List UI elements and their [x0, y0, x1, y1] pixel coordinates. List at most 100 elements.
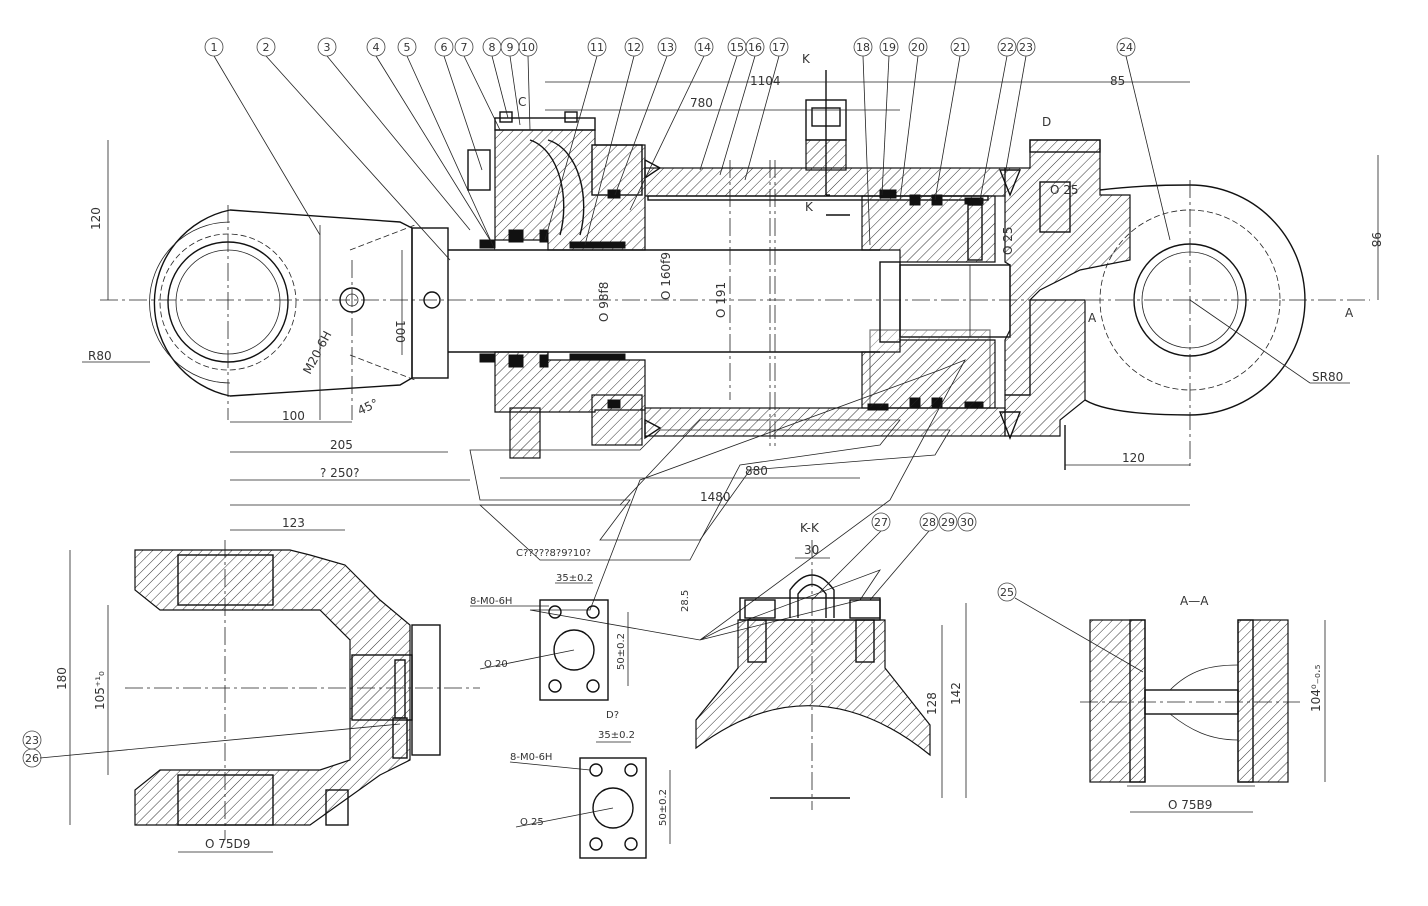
section-kk: K-K 30 128 142: [695, 521, 967, 810]
dim-45: 45°: [355, 396, 380, 418]
rod-end-eye: [149, 205, 416, 420]
balloon-29: 29: [941, 516, 955, 529]
balloon-circle: [366, 37, 386, 57]
dim-780: 780: [690, 96, 713, 110]
balloon-15: 15: [730, 41, 744, 54]
grease-hole: [423, 291, 441, 309]
balloon-circle: [919, 512, 939, 532]
balloon-23: 23: [1019, 41, 1033, 54]
dim-100v: 100: [393, 320, 407, 343]
main-view: [100, 70, 1370, 641]
balloon-circle: [694, 37, 714, 57]
balloon-9: 9: [507, 41, 514, 54]
balloon-circle: [256, 37, 276, 57]
c-phi20: O 20: [484, 659, 508, 670]
balloon-circle: [957, 512, 977, 532]
dim-880: 880: [745, 464, 768, 478]
balloon-circle: [518, 37, 538, 57]
balloon-7: 7: [461, 41, 468, 54]
dim-120v: 120: [89, 207, 103, 230]
marker-d: D: [1042, 115, 1051, 129]
c-35: 35±0.2: [556, 573, 593, 584]
balloon-13: 13: [660, 41, 674, 54]
balloon-circle: [454, 37, 474, 57]
marker-a-right: A: [1345, 306, 1354, 320]
balloon-circle: [1116, 37, 1136, 57]
balloon-5: 5: [404, 41, 411, 54]
balloon-circle: [1016, 37, 1036, 57]
balloon-circle: [587, 37, 607, 57]
section-markers: C D K K A A: [518, 52, 1354, 325]
d-35: 35±0.2: [598, 730, 635, 741]
c-view-title: C?????8?9?10?: [516, 548, 591, 559]
balloon-circle: [879, 37, 899, 57]
dim-105: 105⁺¹₀: [93, 671, 107, 710]
marker-a-left: A: [1088, 311, 1097, 325]
hatched-sections: [869, 329, 991, 409]
dim-phi191: O 191: [714, 282, 728, 318]
dim-1104: 1104: [750, 74, 781, 88]
d-50: 50±0.2: [658, 789, 669, 826]
dim-1480: 1480: [700, 490, 731, 504]
d-view-title: D?: [606, 710, 619, 721]
balloon-14: 14: [697, 41, 711, 54]
dim-phi160: O 160f9: [659, 252, 673, 300]
balloon-circle: [997, 37, 1017, 57]
balloon-26: 26: [25, 752, 39, 765]
dim-250: ? 250?: [320, 466, 359, 480]
balloon-17: 17: [772, 41, 786, 54]
balloon-24: 24: [1119, 41, 1133, 54]
balloon-circle: [908, 37, 928, 57]
view-d: D? 35±0.2 50±0.2 8-M0-6H O 25: [509, 710, 671, 859]
balloon-circle: [853, 37, 873, 57]
balloon-circle: [204, 37, 224, 57]
cylinder-tube: [591, 144, 1006, 446]
balloon-circle: [997, 582, 1017, 602]
balloon-circle: [317, 37, 337, 57]
balloon-circle: [745, 37, 765, 57]
dim-98: 98: [1369, 232, 1383, 247]
balloon-8: 8: [489, 41, 496, 54]
kk-142: 142: [949, 682, 963, 705]
balloon-3: 3: [324, 41, 331, 54]
balloon-18: 18: [856, 41, 870, 54]
dim-100h: 100: [282, 409, 305, 423]
dim-r80: R80: [88, 349, 112, 363]
balloon-circle: [871, 512, 891, 532]
balloon-27: 27: [874, 516, 888, 529]
dim-m20: M20-6H: [300, 329, 334, 377]
d-8m: 8-M0-6H: [510, 752, 552, 763]
balloon-1: 1: [211, 41, 218, 54]
balloon-12: 12: [627, 41, 641, 54]
balloon-30: 30: [960, 516, 974, 529]
dim-123: 123: [282, 516, 305, 530]
balloon-25: 25: [1000, 586, 1014, 599]
balloon-circle: [769, 37, 789, 57]
balloon-23: 23: [25, 734, 39, 747]
dim-205: 205: [330, 438, 353, 452]
balloon-21: 21: [953, 41, 967, 54]
dim-85: 85: [1110, 74, 1125, 88]
balloon-2: 2: [263, 41, 270, 54]
balloon-10: 10: [521, 41, 535, 54]
balloon-20: 20: [911, 41, 925, 54]
kk-128: 128: [925, 692, 939, 715]
section-aa: A—A O 75B9 104⁰₋₀.₅: [1014, 594, 1326, 813]
balloon-circle: [938, 512, 958, 532]
clevis-view: 123 180 105⁺¹₀ O 75D9: [39, 516, 480, 853]
balloon-19: 19: [882, 41, 896, 54]
gland-block: [411, 227, 449, 379]
d-phi25: O 25: [520, 817, 544, 828]
port-block-k: [805, 70, 850, 216]
balloon-circle: [434, 37, 454, 57]
c-8m: 8-M0-6H: [470, 596, 512, 607]
marker-c: C: [518, 95, 526, 109]
kk-title: K-K: [800, 521, 820, 535]
aa-104: 104⁰₋₀.₅: [1309, 664, 1323, 712]
aa-title: A—A: [1180, 594, 1209, 608]
balloon-circle: [624, 37, 644, 57]
dim-sr80: SR80: [1312, 370, 1343, 384]
